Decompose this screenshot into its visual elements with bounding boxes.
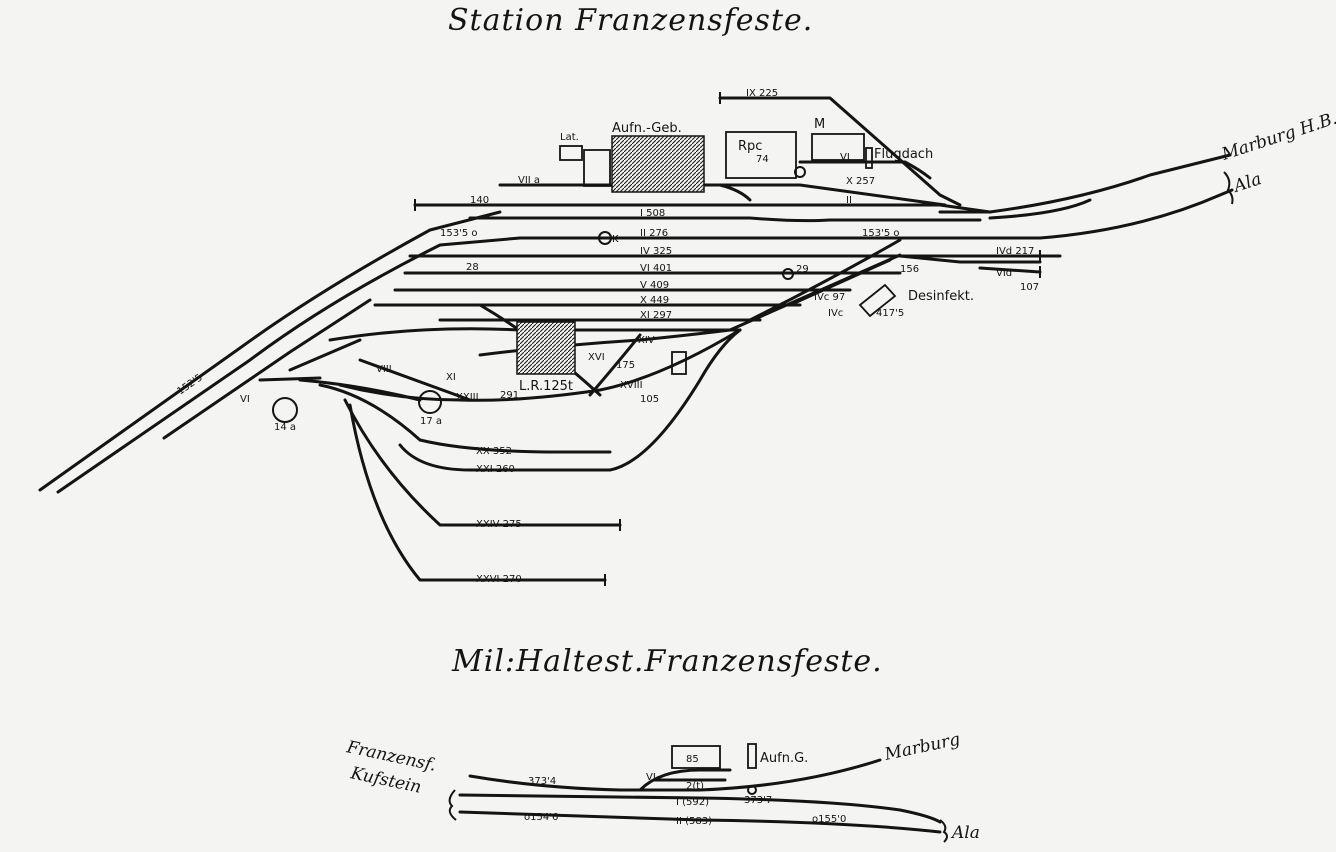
label-track-156: 156 xyxy=(900,264,919,275)
label-track-xx: XX 352 xyxy=(476,446,512,457)
label-track-x-mid: X 449 xyxy=(640,295,669,306)
label-track-vi-left: VI xyxy=(240,394,250,405)
label-desinfekt: Desinfekt. xyxy=(908,289,974,304)
label-track-vi-top: VI xyxy=(840,152,850,163)
label-track-ivd: IVd 217 xyxy=(996,246,1034,257)
label-track-ii: II xyxy=(846,195,852,206)
label-track-29: 29 xyxy=(796,264,809,275)
label-track-xxiii: XXIII xyxy=(456,392,479,403)
label-track-viia: VII a xyxy=(518,175,540,186)
label-track-107: 107 xyxy=(1020,282,1039,293)
label-track-xiv: XIV xyxy=(638,335,655,346)
label-track-4175: 417'5 xyxy=(876,308,904,319)
label-track-291: 291 xyxy=(500,390,519,401)
label-building-85: 85 xyxy=(686,754,699,765)
label-track-ivc2: IVc xyxy=(828,308,843,319)
label-track-175: 175 xyxy=(616,360,635,371)
lower-buildings xyxy=(671,743,757,769)
label-track-vi: VI 401 xyxy=(640,263,672,274)
main-line-right-exit xyxy=(928,153,1234,240)
label-aufn-geb: Aufn.-Geb. xyxy=(612,121,682,136)
label-aufn-g: Aufn.G. xyxy=(760,751,808,766)
building-85 xyxy=(671,745,721,769)
label-track-1535-right: 153'5 o xyxy=(862,228,900,239)
building-rpc xyxy=(725,131,797,179)
building-small-right xyxy=(671,351,687,375)
destination-marburg-hb: Marburg H.B. xyxy=(1218,109,1336,165)
building-small xyxy=(583,149,611,187)
label-track-xi: XI 297 xyxy=(640,310,672,321)
label-track-iv: IV 325 xyxy=(640,246,672,257)
label-track-ii-lower: II (583) xyxy=(676,816,712,827)
building-lr xyxy=(516,321,576,375)
label-track-17a: 17 a xyxy=(420,416,442,427)
label-track-ii-mid: II 276 xyxy=(640,228,668,239)
destination-marburg-lower: Marburg xyxy=(882,729,962,765)
label-track-vi-lower: VI xyxy=(646,772,656,783)
label-k: K xyxy=(612,234,619,245)
main-line-left-approach xyxy=(38,210,522,494)
label-track-14a: 14 a xyxy=(274,422,296,433)
label-track-xviii: XVIII xyxy=(620,380,643,391)
label-rpc-no: 74 xyxy=(756,154,769,165)
yard-tracks xyxy=(258,96,1062,582)
label-track-xxi: XXI 260 xyxy=(476,464,515,475)
secondary-title: Mil:Haltest.Franzensfeste. xyxy=(451,644,883,679)
label-flugdach: Flugdach xyxy=(874,147,933,162)
label-lr: L.R.125t xyxy=(519,379,573,394)
building-desinfekt xyxy=(858,283,897,318)
label-1550: o155'0 xyxy=(812,814,846,825)
label-track-v: V 409 xyxy=(640,280,669,291)
destination-ala-lower: Ala xyxy=(950,823,980,843)
brace-lower-right xyxy=(939,819,948,843)
label-rpc: Rpc xyxy=(738,139,762,154)
label-track-x: X 257 xyxy=(846,176,875,187)
label-track-1535-left: 153'5 o xyxy=(440,228,478,239)
label-track-xi2: XI xyxy=(446,372,456,383)
destination-ala-upper: Ala xyxy=(1229,169,1264,197)
buffer-stops xyxy=(414,92,1041,586)
label-track-28: 28 xyxy=(466,262,479,273)
turntable-left xyxy=(272,397,298,423)
main-title: Station Franzensfeste. xyxy=(448,3,813,38)
label-track-ivc: IVc 97 xyxy=(814,292,845,303)
label-track-i: I 508 xyxy=(640,208,665,219)
label-track-xxiv: XXIV 275 xyxy=(476,519,522,530)
buildings xyxy=(516,131,897,375)
turntables xyxy=(272,166,806,423)
building-m xyxy=(811,133,865,161)
building-aufn-g xyxy=(747,743,757,769)
building-lat xyxy=(559,145,583,161)
label-track-viii: VIII xyxy=(376,364,392,375)
brace-lower-left xyxy=(448,789,457,821)
flugdach-bracket xyxy=(865,147,873,169)
label-track-105: 105 xyxy=(640,394,659,405)
turntable-small-rpc xyxy=(794,166,806,178)
turntable-mid xyxy=(418,390,442,414)
label-1546: o154'6 xyxy=(524,812,558,823)
turntable-small-e xyxy=(782,268,794,280)
lower-tracks xyxy=(448,758,948,843)
label-track-i-lower: I (592) xyxy=(676,797,709,808)
label-track-vid: VId xyxy=(996,268,1012,279)
label-3737: 373'7 xyxy=(744,795,772,806)
label-track-xxvi: XXVI 270 xyxy=(476,574,522,585)
label-m: M xyxy=(814,117,825,132)
label-3734: 373'4 xyxy=(528,776,556,787)
label-track-140: 140 xyxy=(470,195,489,206)
upper-labels: Aufn.-Geb. Lat. Rpc 74 M Flugdach Desinf… xyxy=(175,88,1039,585)
label-track-xvi: XVI xyxy=(588,352,605,363)
label-track-2-lower: 2(t) xyxy=(686,781,704,792)
label-lat: Lat. xyxy=(560,132,579,143)
reception-building xyxy=(611,135,705,193)
turntable-small-k xyxy=(598,231,612,245)
brace-upper xyxy=(1223,171,1234,205)
label-track-ix: IX 225 xyxy=(746,88,778,99)
